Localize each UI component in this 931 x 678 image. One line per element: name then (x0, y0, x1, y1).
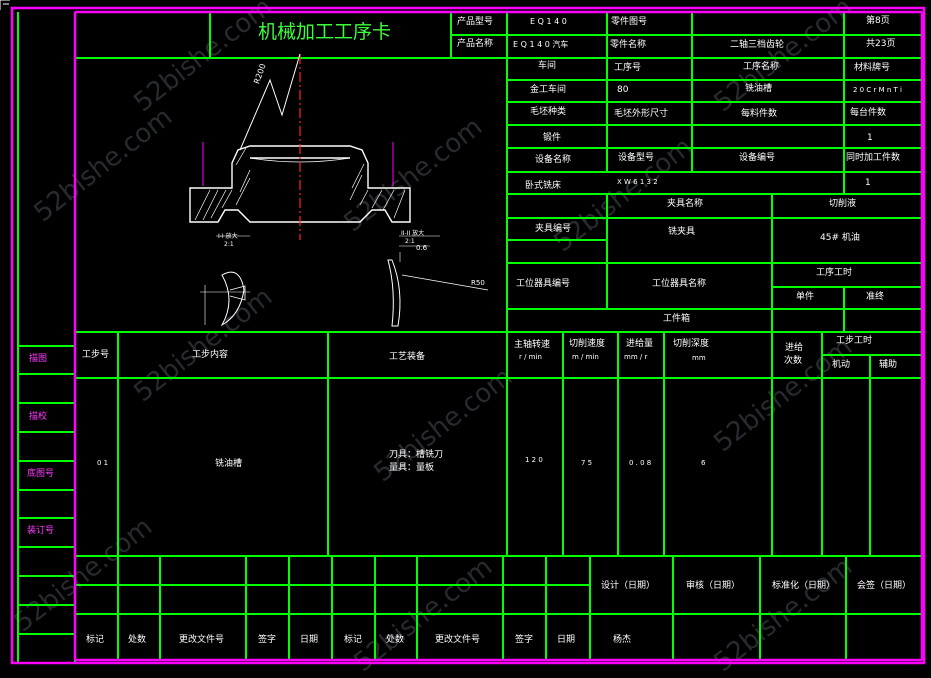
simultaneous-value: 1 (865, 178, 871, 188)
tool-value: 刀具：槽铣刀 (389, 450, 444, 460)
workshop-label: 车间 (538, 61, 557, 71)
equip-model-label: 设备型号 (618, 153, 655, 163)
count-label: 处数 (128, 635, 147, 645)
product-name-label: 产品名称 (457, 39, 494, 49)
machine-time-header: 机动 (832, 360, 851, 370)
base-no-label: 底图号 (27, 469, 55, 479)
passes-header: 进给 (785, 343, 804, 353)
trace-label: 描图 (29, 354, 48, 364)
equip-name-value: 卧式铣床 (525, 181, 562, 191)
feed-value: 0 . 0 8 (629, 459, 652, 467)
blank-type-label: 毛坯种类 (530, 107, 567, 117)
material-label: 材料牌号 (854, 63, 891, 73)
cut-speed-value: 7 5 (581, 459, 593, 467)
detail2-scale: 2:1 (405, 238, 415, 245)
process-name-value: 铣油槽 (745, 84, 773, 94)
card-title: 机械加工工序卡 (258, 21, 392, 43)
standard-label: 标准化（日期） (772, 581, 836, 591)
date-label-2: 日期 (557, 635, 576, 645)
product-name-value: E Q 1 4 0 汽车 (513, 40, 569, 49)
process-name-label: 工序名称 (743, 62, 780, 72)
cut-speed-unit: m / min (572, 353, 599, 361)
change-no-label-2: 更改文件号 (435, 635, 481, 645)
per-machine-label: 每台件数 (850, 108, 887, 118)
product-model-label: 产品型号 (457, 17, 494, 27)
workshop-value: 金工车间 (530, 85, 567, 95)
step-content-header: 工步内容 (192, 350, 229, 360)
change-no-label: 更改文件号 (179, 635, 225, 645)
aux-time-header: 辅助 (879, 360, 898, 370)
equip-name-label: 设备名称 (535, 155, 572, 165)
mark-label-2: 标记 (344, 635, 363, 645)
date-label: 日期 (300, 635, 319, 645)
process-no-value: 80 (617, 85, 629, 95)
signature-label: 签字 (258, 635, 277, 645)
blank-per-label: 每料件数 (741, 109, 778, 119)
step-hours-header: 工步工时 (836, 336, 873, 346)
review-label: 审核（日期） (686, 581, 741, 591)
passes-header-2: 次数 (784, 356, 803, 366)
fixture-name-label: 夹具名称 (667, 199, 704, 209)
feed-header: 进给量 (626, 339, 654, 349)
station-name-label: 工位器具名称 (652, 279, 707, 289)
equipment-header: 工艺装备 (389, 352, 426, 362)
step-no-header: 工步号 (82, 350, 110, 360)
fixture-name-value: 铣夹具 (668, 227, 696, 237)
product-model-value: E Q 1 4 0 (530, 17, 567, 26)
proof-label: 描校 (29, 412, 48, 422)
equip-model-value: X W 6 1 3 2 (617, 178, 658, 186)
cut-speed-header: 切削速度 (569, 339, 606, 349)
detail1-label: I-I 放大 (218, 233, 238, 240)
design-label: 设计（日期） (601, 581, 656, 591)
tool-box-label: 工件箱 (663, 314, 691, 324)
total-pages: 共23页 (866, 39, 896, 49)
part-name-label: 零件名称 (610, 40, 647, 50)
coolant-label: 切削液 (829, 199, 857, 209)
step-no-value: 0 1 (97, 459, 109, 467)
coolant-value: 45# 机油 (820, 233, 860, 243)
depth-value: 6 (701, 459, 706, 467)
detail2-label: II-II 放大 (401, 230, 425, 237)
gauge-value: 量具：量板 (389, 463, 435, 473)
signature-label-2: 签字 (515, 635, 534, 645)
r50-label: R50 (471, 279, 485, 287)
dim-label: 0.6 (416, 244, 428, 252)
spindle-speed-unit: r / min (519, 353, 542, 361)
feed-unit: mm / r (624, 353, 648, 361)
process-no-label: 工序号 (614, 63, 642, 73)
equip-no-label: 设备编号 (739, 153, 776, 163)
material-value: 2 0 C r M n T i (853, 86, 902, 94)
step-content-value: 铣油槽 (215, 459, 243, 469)
station-no-label: 工位器具编号 (516, 279, 571, 289)
binding-no-label: 装订号 (27, 526, 55, 536)
mark-label: 标记 (86, 635, 105, 645)
page-number: 第8页 (866, 16, 890, 26)
simultaneous-label: 同时加工件数 (846, 153, 901, 163)
depth-unit: mm (692, 354, 706, 362)
detail1-scale: 2:1 (224, 241, 234, 248)
forging-value: 锻件 (543, 133, 562, 143)
spindle-speed-value: 1 2 0 (525, 456, 543, 464)
spindle-speed-header: 主轴转速 (514, 340, 551, 350)
per-machine-value: 1 (867, 133, 873, 143)
part-name-value: 二轴三档齿轮 (730, 40, 785, 50)
unit-time-label: 单件 (796, 292, 815, 302)
part-drawing-label: 零件图号 (611, 17, 648, 27)
blank-size-label: 毛坯外形尺寸 (614, 109, 669, 119)
designer-name: 杨杰 (613, 635, 632, 645)
final-time-label: 准终 (866, 292, 885, 302)
depth-header: 切削深度 (673, 339, 710, 349)
sign-label: 会签（日期） (857, 581, 912, 591)
count-label-2: 处数 (386, 635, 405, 645)
fixture-no-label: 夹具编号 (535, 224, 572, 234)
work-hours-label: 工序工时 (816, 268, 853, 278)
